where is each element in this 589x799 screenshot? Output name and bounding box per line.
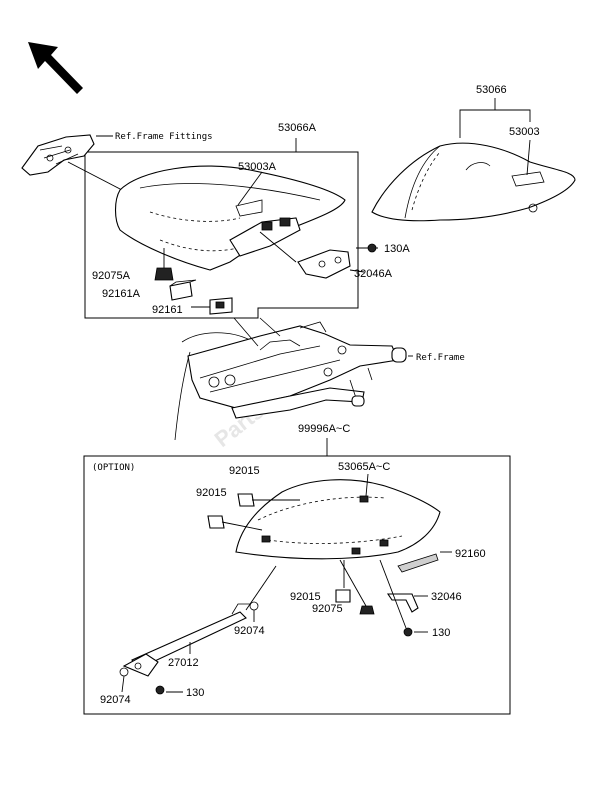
part-130-left (155, 685, 165, 695)
label-99996: 99996A~C (298, 423, 350, 435)
label-53003A: 53003A (238, 161, 277, 173)
part-32046 (386, 593, 419, 613)
part-27012 (122, 603, 250, 677)
part-92161A (169, 279, 197, 301)
part-92015-left (207, 515, 263, 531)
pillion-seat (371, 142, 576, 222)
label-92074-right: 92074 (234, 625, 265, 637)
part-92161 (209, 297, 233, 315)
seat-cover (235, 479, 441, 560)
part-92074-right (249, 601, 259, 611)
part-130-right (403, 627, 413, 637)
label-32046A: 32046A (354, 268, 393, 280)
label-92015-top: 92015 (229, 465, 260, 477)
seat-group-box (84, 138, 359, 319)
label-92075A: 92075A (92, 270, 131, 282)
label-130A: 130A (384, 243, 410, 255)
option-label: (OPTION) (92, 463, 135, 473)
label-92161A: 92161A (102, 288, 141, 300)
ref-frame-fittings-label: Ref.Frame Fittings (115, 132, 213, 142)
label-92075: 92075 (312, 603, 343, 615)
label-92160: 92160 (455, 548, 486, 560)
label-130-left: 130 (186, 687, 204, 699)
rear-frame (174, 317, 407, 441)
label-92015-bottom: 92015 (290, 591, 321, 603)
part-32046A (297, 249, 351, 279)
part-92160 (397, 553, 439, 573)
part-92075 (359, 605, 375, 615)
label-53003: 53003 (509, 126, 540, 138)
label-53066A: 53066A (278, 122, 317, 134)
label-53066: 53066 (476, 84, 507, 96)
front-direction-arrow-icon (28, 42, 83, 94)
label-32046: 32046 (431, 591, 462, 603)
part-130A (360, 243, 377, 253)
part-92075A (154, 267, 174, 281)
part-92015-top (237, 493, 300, 507)
part-92015-bottom (335, 560, 351, 603)
ref-frame-label: Ref.Frame (416, 353, 465, 363)
label-130-right: 130 (432, 627, 450, 639)
rider-seat (114, 165, 346, 271)
label-53065: 53065A~C (338, 461, 390, 473)
label-92161: 92161 (152, 304, 183, 316)
option-group-box (83, 455, 511, 715)
part-92074-left (119, 667, 129, 677)
label-92074-left: 92074 (100, 694, 131, 706)
label-92015-left: 92015 (196, 487, 227, 499)
label-27012: 27012 (168, 657, 199, 669)
